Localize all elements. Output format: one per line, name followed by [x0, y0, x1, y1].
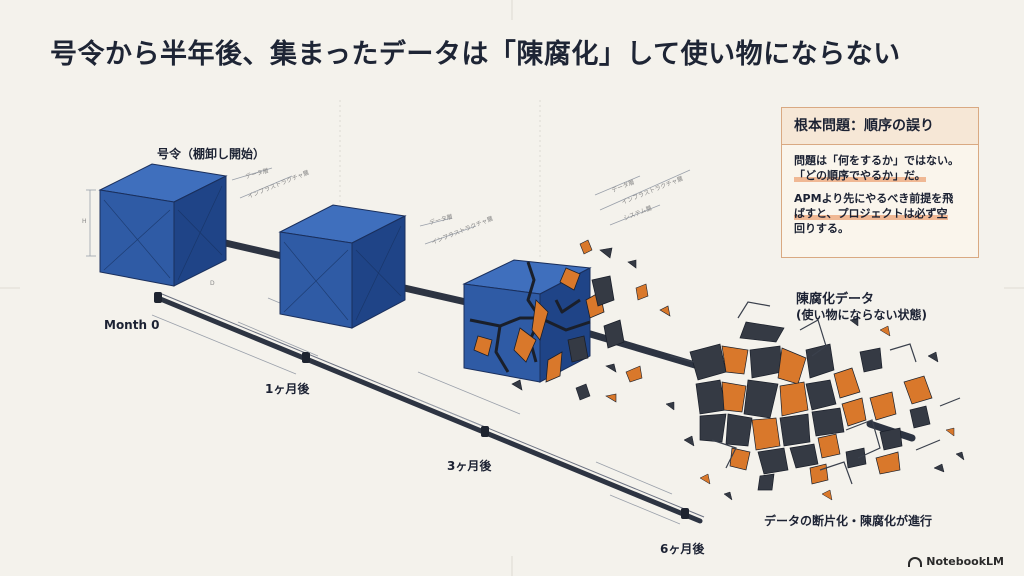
brand-watermark: NotebookLM — [908, 555, 1004, 568]
cube-month3-cracking — [462, 239, 671, 403]
notebooklm-icon — [908, 556, 923, 567]
rail-marker-month6 — [681, 508, 689, 519]
callout-line-1: 問題は「何をするか」ではない。 — [794, 154, 959, 167]
label-start-cube: 号令（棚卸し開始） — [157, 147, 266, 161]
scattered-debris — [665, 317, 965, 501]
label-month3: 3ヶ月後 — [447, 459, 492, 473]
cube-month1 — [278, 204, 407, 329]
dimension-lines — [86, 167, 691, 525]
callout-body: 問題は「何をするか」ではない。 「どの順序でやるか」だ。 APMより先にやるべき… — [782, 145, 978, 236]
cube-month0-side — [173, 175, 227, 287]
label-decay-title: 陳腐化データ — [796, 292, 875, 307]
flying-fragments-stage3 — [511, 239, 671, 403]
page-title: 号令から半年後、集まったデータは「陳腐化」して使い物にならない — [50, 39, 901, 70]
callout-paragraph-2: APMより先にやるべき前提を飛 ばすと、プロジェクトは必ず空 回りする。 — [794, 191, 968, 236]
callout-heading: 根本問題：順序の誤り — [782, 108, 978, 145]
callout-paragraph-1: 問題は「何をするか」ではない。 「どの順序でやるか」だ。 — [794, 153, 968, 183]
wireframe-shards — [669, 301, 961, 485]
callout-p2-c: 回りする。 — [794, 222, 849, 235]
label-month1: 1ヶ月後 — [265, 382, 310, 396]
dimension-label-h: H — [82, 218, 87, 225]
label-fragment-note: データの断片化・陳腐化が進行 — [764, 514, 933, 528]
rail-marker-month0 — [154, 292, 162, 303]
label-month0: Month 0 — [104, 318, 160, 332]
cube-month1-front — [279, 231, 353, 329]
label-decay-subtitle: (使い物にならない状態) — [796, 308, 927, 322]
shattered-data-cluster — [689, 321, 933, 491]
callout-highlight-order: 「どの順序でやるか」だ。 — [794, 169, 926, 182]
callout-p2-b: ばすと、プロジェクトは必ず空 — [794, 207, 948, 220]
cube-month0 — [98, 163, 228, 287]
rail-marker-month1 — [302, 352, 310, 363]
brand-name: NotebookLM — [926, 555, 1004, 568]
dimension-label-d: D — [210, 280, 215, 287]
callout-p2-a: APMより先にやるべき前提を飛 — [794, 192, 954, 205]
root-cause-callout: 根本問題：順序の誤り 問題は「何をするか」ではない。 「どの順序でやるか」だ。 … — [781, 107, 979, 258]
label-month6: 6ヶ月後 — [660, 542, 705, 556]
rail-marker-month3 — [481, 426, 489, 437]
cube-month0-front — [99, 189, 175, 287]
